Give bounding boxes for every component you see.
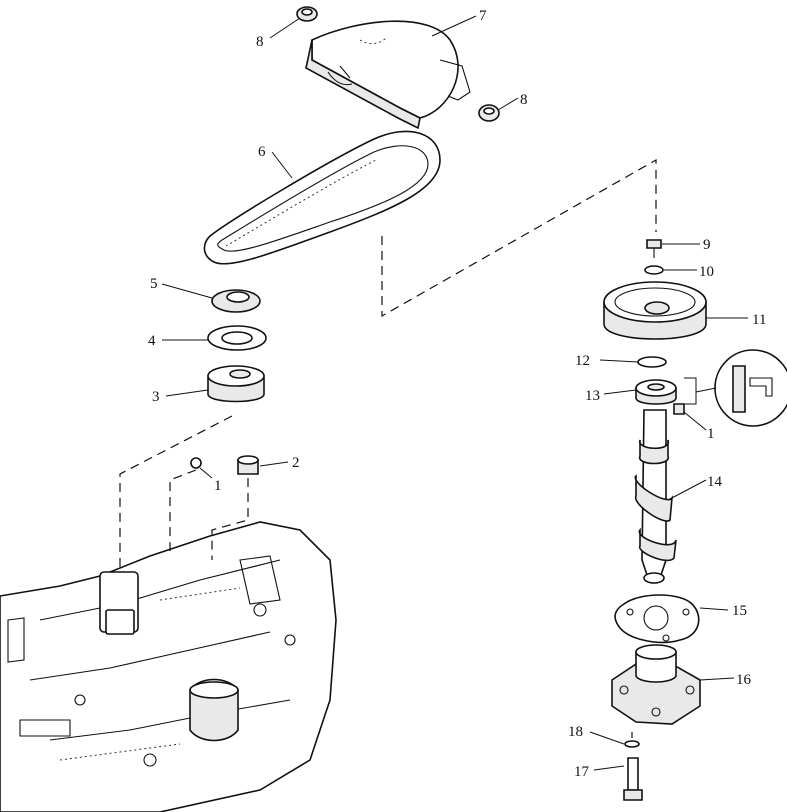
callout-5: 5: [150, 276, 158, 292]
washer-small: [644, 265, 664, 275]
gasket: [614, 594, 700, 644]
callout-3: 3: [152, 389, 160, 405]
timing-belt: [203, 130, 441, 265]
pump-bolt: [623, 757, 643, 801]
plug: [237, 455, 259, 475]
engine-block: [0, 521, 337, 812]
timing-belt-cover: [305, 20, 471, 130]
detail-inset: [684, 349, 787, 427]
o-ring: [637, 356, 667, 368]
callout-1-right: 1: [707, 426, 715, 442]
bearing: [635, 379, 677, 405]
callout-8-right: 8: [520, 92, 528, 108]
bolt: [646, 239, 662, 258]
callout-6: 6: [258, 144, 266, 160]
callout-13: 13: [585, 388, 600, 404]
callout-11: 11: [752, 312, 766, 328]
callout-9: 9: [703, 237, 711, 253]
grommet-right: [478, 104, 500, 122]
callout-4: 4: [148, 333, 156, 349]
dashed-line-dowel: [169, 469, 197, 556]
callout-1-left: 1: [214, 478, 222, 494]
dashed-line-pulley-to-block: [119, 415, 233, 572]
dowel-pin-left: [190, 457, 202, 469]
dowel-pin-right: [673, 403, 685, 415]
callout-14: 14: [707, 474, 723, 490]
cam-pulley: [603, 281, 707, 340]
drive-pulley: [207, 365, 265, 403]
thrust-washer: [207, 325, 267, 351]
callout-8-top: 8: [256, 34, 264, 50]
grommet-top: [296, 6, 318, 22]
callout-10: 10: [699, 264, 714, 280]
washer-bottom: [624, 740, 640, 748]
callout-12: 12: [575, 353, 590, 369]
callout-2: 2: [292, 455, 300, 471]
oil-pump: [611, 644, 701, 725]
camshaft: [634, 409, 677, 584]
callout-16: 16: [736, 672, 752, 688]
callout-15: 15: [732, 603, 747, 619]
oil-seal: [211, 289, 261, 313]
leader-lines: [161, 15, 748, 771]
callout-7: 7: [479, 8, 487, 24]
callout-18: 18: [568, 724, 583, 740]
dashed-line-plug: [211, 478, 249, 560]
callout-17: 17: [574, 764, 590, 780]
